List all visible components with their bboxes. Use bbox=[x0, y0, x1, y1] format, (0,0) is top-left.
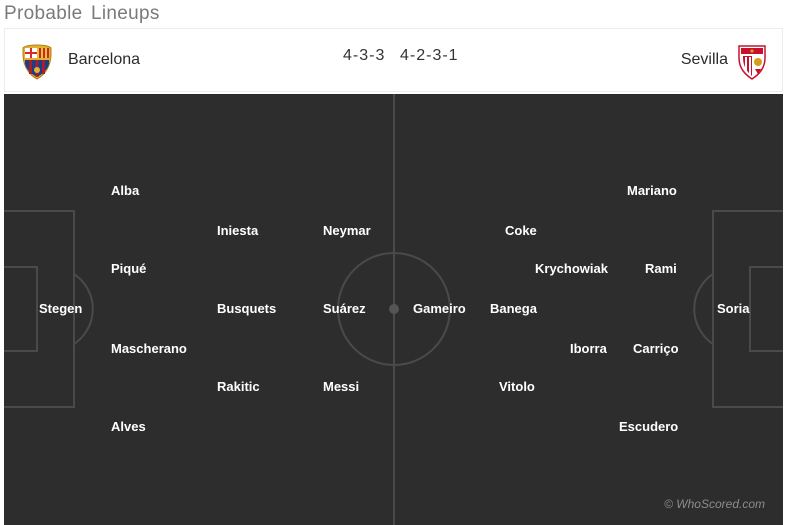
pitch: Stegen Alba Piqué Mascherano Alves Inies… bbox=[4, 94, 783, 525]
away-player-carrico: Carriço bbox=[633, 341, 679, 356]
away-player-banega: Banega bbox=[490, 301, 537, 316]
away-player-escudero: Escudero bbox=[619, 419, 679, 434]
home-player-stegen: Stegen bbox=[39, 301, 83, 316]
home-player-rakitic: Rakitic bbox=[217, 379, 260, 394]
away-player-krychowiak: Krychowiak bbox=[535, 261, 608, 276]
home-player-iniesta: Iniesta bbox=[217, 223, 259, 238]
section-title: Probable Lineups bbox=[4, 3, 160, 24]
away-player-soria: Soria bbox=[717, 301, 750, 316]
home-player-messi: Messi bbox=[323, 379, 360, 394]
away-player-gameiro: Gameiro bbox=[413, 301, 466, 316]
away-player-mariano: Mariano bbox=[627, 183, 677, 198]
away-player-rami: Rami bbox=[645, 261, 677, 276]
home-player-pique: Piqué bbox=[111, 261, 147, 276]
pitch-markings bbox=[4, 94, 783, 525]
home-formation: 4-3-3 bbox=[343, 47, 386, 64]
barcelona-crest-icon bbox=[22, 44, 52, 80]
home-player-alba: Alba bbox=[111, 183, 140, 198]
home-player-mascherano: Mascherano bbox=[111, 341, 187, 356]
home-player-neymar: Neymar bbox=[323, 223, 371, 238]
home-player-suarez: Suárez bbox=[323, 301, 366, 316]
away-player-coke: Coke bbox=[505, 223, 537, 238]
sevilla-crest-icon bbox=[738, 45, 766, 80]
away-team-name: Sevilla bbox=[680, 51, 728, 68]
home-player-alves: Alves bbox=[111, 419, 146, 434]
home-player-busquets: Busquets bbox=[217, 301, 277, 316]
home-team-name: Barcelona bbox=[68, 51, 141, 68]
away-player-vitolo: Vitolo bbox=[499, 379, 535, 394]
away-formation: 4-2-3-1 bbox=[400, 47, 459, 64]
watermark: © WhoScored.com bbox=[664, 497, 765, 511]
match-header: Barcelona 4-3-3 4-2-3-1 Sevilla bbox=[4, 28, 783, 92]
away-player-iborra: Iborra bbox=[570, 341, 607, 356]
